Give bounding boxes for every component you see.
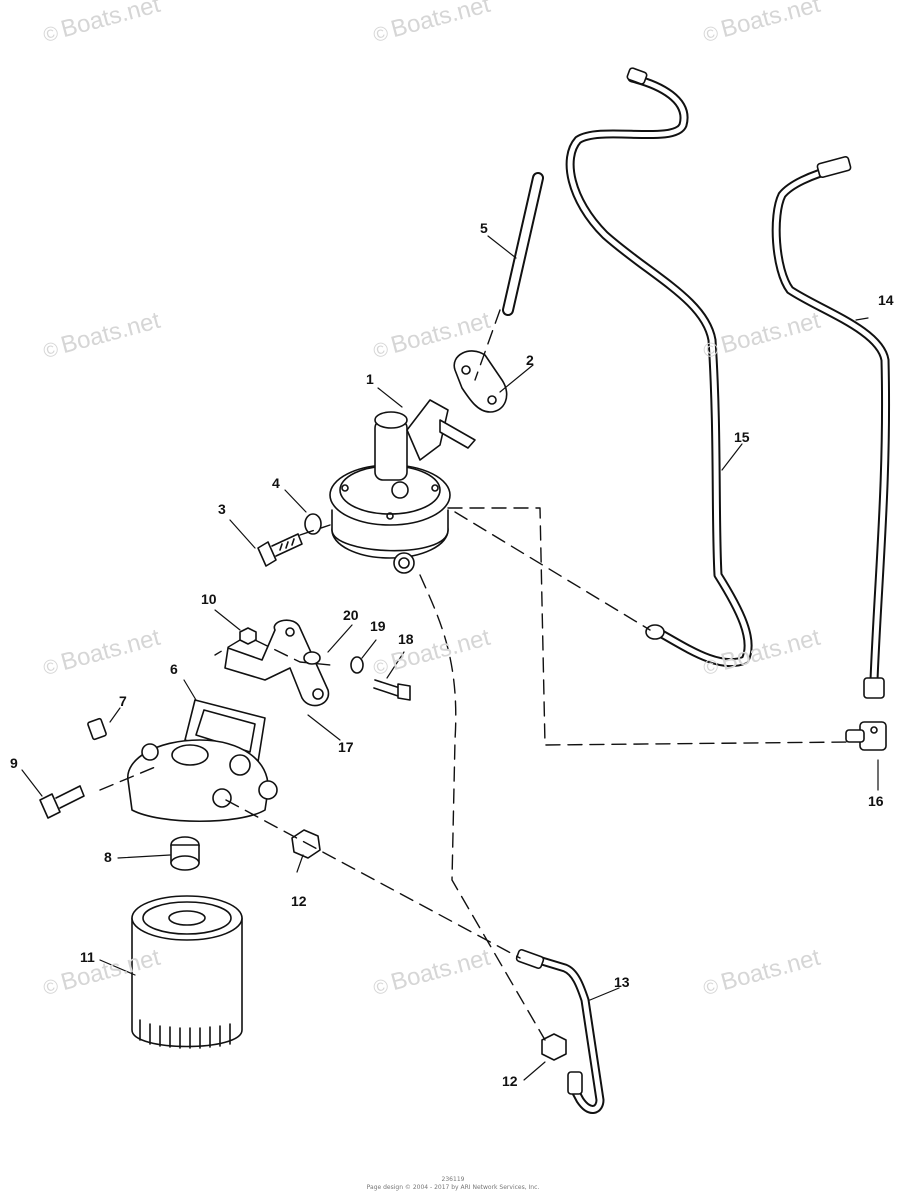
bolt-18 [373,679,411,701]
washer-20 [303,651,321,665]
callout-20[interactable]: 20 [343,607,359,623]
diagram-id: 236119 [441,1176,465,1183]
callout-19[interactable]: 19 [370,618,386,634]
elbow-fitting-16 [845,721,887,751]
washer-19 [350,656,364,674]
callout-9[interactable]: 9 [10,755,18,771]
callout-3[interactable]: 3 [218,501,226,517]
callout-12-lower[interactable]: 12 [502,1073,518,1089]
filter-head [127,739,278,823]
copyright-text: Page design © 2004 - 2017 by ARI Network… [366,1184,540,1191]
callout-10[interactable]: 10 [201,591,217,607]
callout-1[interactable]: 1 [366,371,374,387]
copyright-footer: 236119 Page design © 2004 - 2017 by ARI … [0,1176,906,1192]
callout-5[interactable]: 5 [480,220,488,236]
fitting-12-upper [291,829,321,859]
gasket-2 [453,350,508,413]
screw-7 [87,717,107,741]
callout-2[interactable]: 2 [526,352,534,368]
fuel-pump-1 [329,399,476,574]
bolt-9 [39,785,85,819]
callout-11[interactable]: 11 [80,949,95,965]
hose-5 [502,172,544,316]
bolt-3 [257,533,303,567]
callout-6[interactable]: 6 [170,661,178,677]
fuel-line-15 [565,67,753,668]
fuel-filter-11 [131,895,243,1049]
callout-8[interactable]: 8 [104,849,112,865]
washer-4 [304,513,322,535]
callout-17[interactable]: 17 [338,739,354,755]
callout-15[interactable]: 15 [734,429,750,445]
callout-14[interactable]: 14 [878,292,894,308]
fuel-line-14 [771,155,891,699]
fuel-line-13 [515,948,605,1114]
callout-13[interactable]: 13 [614,974,630,990]
adapter-8 [170,836,200,871]
callout-12-upper[interactable]: 12 [291,893,307,909]
callout-7[interactable]: 7 [119,693,127,709]
callout-18[interactable]: 18 [398,631,414,647]
fitting-12-lower [541,1033,567,1061]
bracket-17 [224,619,330,707]
callout-16[interactable]: 16 [868,793,884,809]
nut-10 [239,627,257,645]
callout-4[interactable]: 4 [272,475,280,491]
